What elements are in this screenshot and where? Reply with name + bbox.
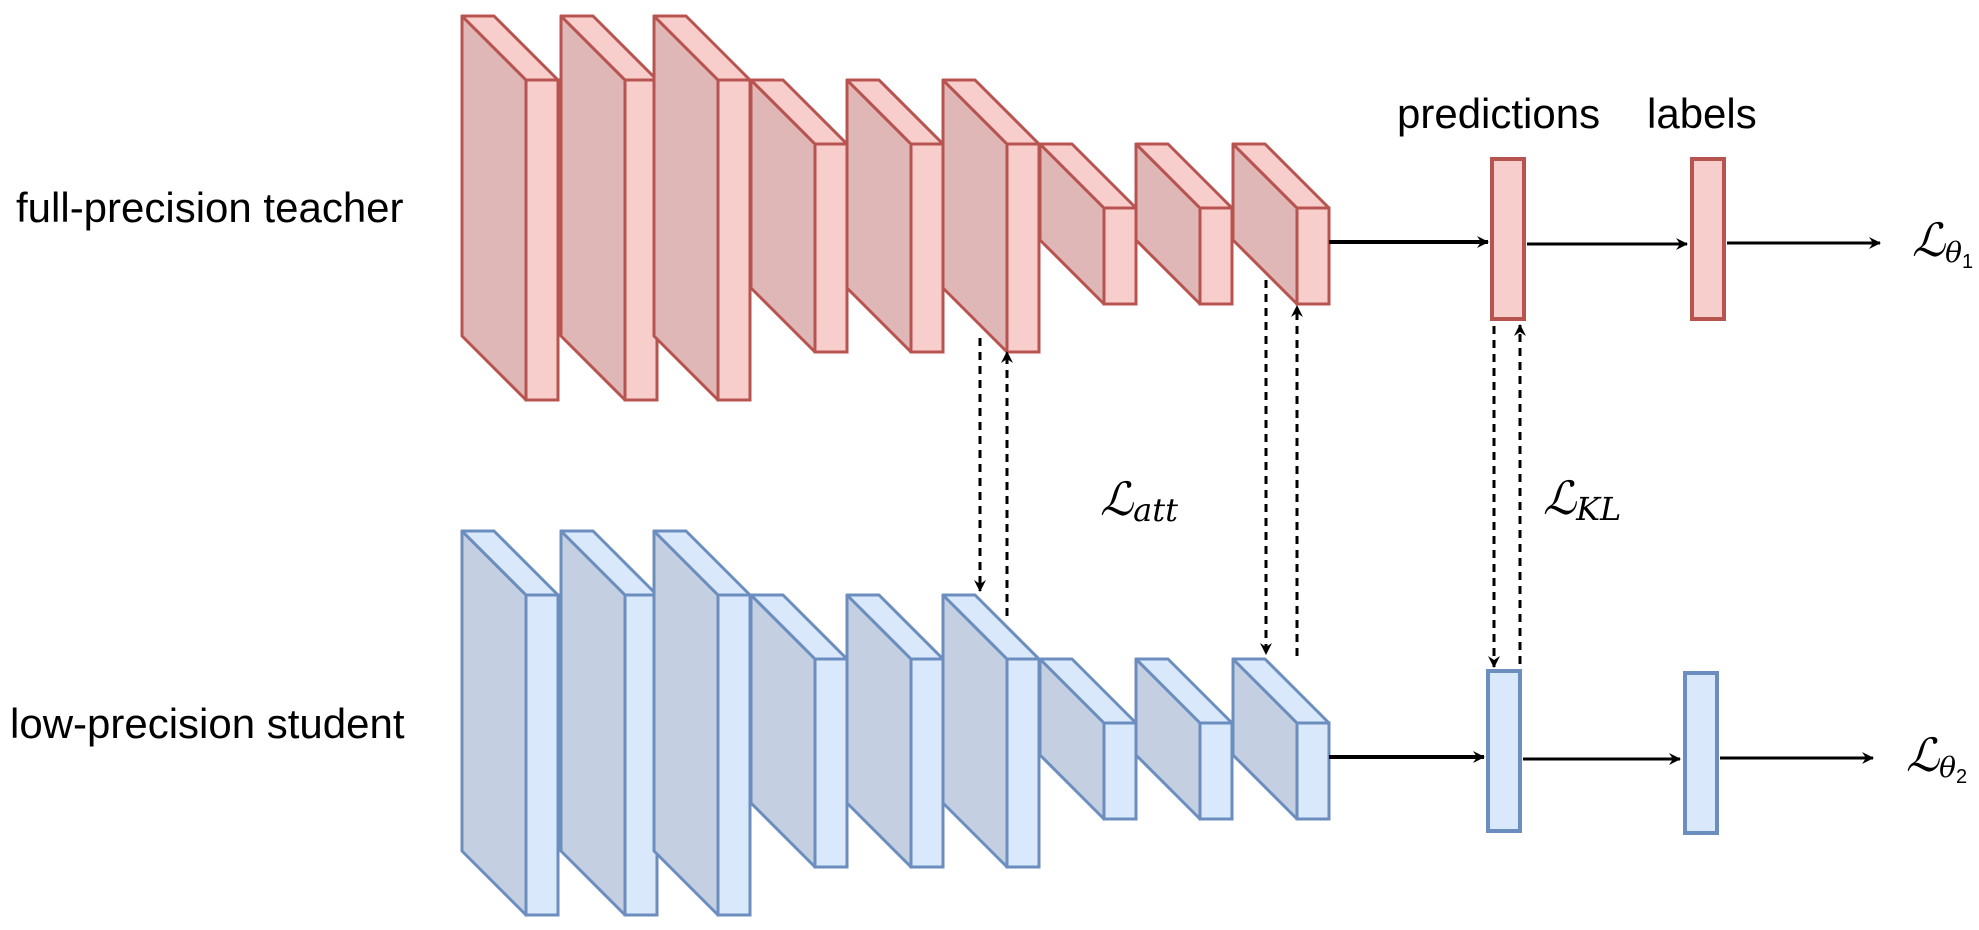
loss-att-symbol: ℒ — [1100, 472, 1134, 526]
teacher-layer-1 — [460, 14, 560, 402]
loss-kl-symbol: ℒ — [1543, 471, 1577, 525]
student-labels-block — [1683, 671, 1719, 835]
teacher-layer-4 — [749, 78, 849, 354]
student-predictions-block — [1486, 669, 1522, 833]
teacher-network — [460, 14, 1331, 402]
student-layer-7 — [1038, 657, 1138, 821]
loss-theta2-subsub: 2 — [1956, 766, 1967, 788]
teacher-layer-8 — [1134, 142, 1234, 306]
teacher-layer-6 — [941, 78, 1041, 354]
loss-theta2-symbol: ℒ — [1906, 728, 1940, 782]
teacher-labels-block — [1690, 157, 1726, 321]
teacher-layer-2 — [559, 14, 659, 402]
student-layer-6 — [941, 593, 1041, 869]
teacher-layer-7 — [1038, 142, 1138, 306]
student-layer-3 — [652, 529, 752, 917]
loss-kl-label: ℒKL — [1543, 471, 1621, 528]
teacher-layer-3 — [652, 14, 752, 402]
loss-kl-sub: KL — [1575, 490, 1621, 528]
student-network — [460, 529, 1331, 917]
student-layer-2 — [559, 529, 659, 917]
student-layer-4 — [749, 593, 849, 869]
predictions-label: predictions — [1397, 90, 1600, 137]
loss-theta1-sub: θ — [1945, 236, 1962, 269]
teacher-predictions-block — [1490, 157, 1526, 321]
loss-theta2-sub: θ — [1939, 751, 1956, 784]
teacher-layer-9 — [1231, 142, 1331, 306]
loss-att-sub: att — [1133, 491, 1178, 529]
student-layer-9 — [1231, 657, 1331, 821]
loss-theta1-symbol: ℒ — [1912, 213, 1946, 267]
loss-att-label: ℒatt — [1100, 472, 1178, 529]
loss-theta1-label: ℒθ1 — [1912, 213, 1973, 273]
teacher-label: full-precision teacher — [16, 184, 404, 231]
loss-theta1-subsub: 1 — [1962, 251, 1973, 273]
student-layer-1 — [460, 529, 560, 917]
student-label: low-precision student — [10, 700, 405, 747]
loss-theta2-label: ℒθ2 — [1906, 728, 1967, 788]
labels-label: labels — [1647, 90, 1757, 137]
student-layer-5 — [845, 593, 945, 869]
student-layer-8 — [1134, 657, 1234, 821]
teacher-layer-5 — [845, 78, 945, 354]
